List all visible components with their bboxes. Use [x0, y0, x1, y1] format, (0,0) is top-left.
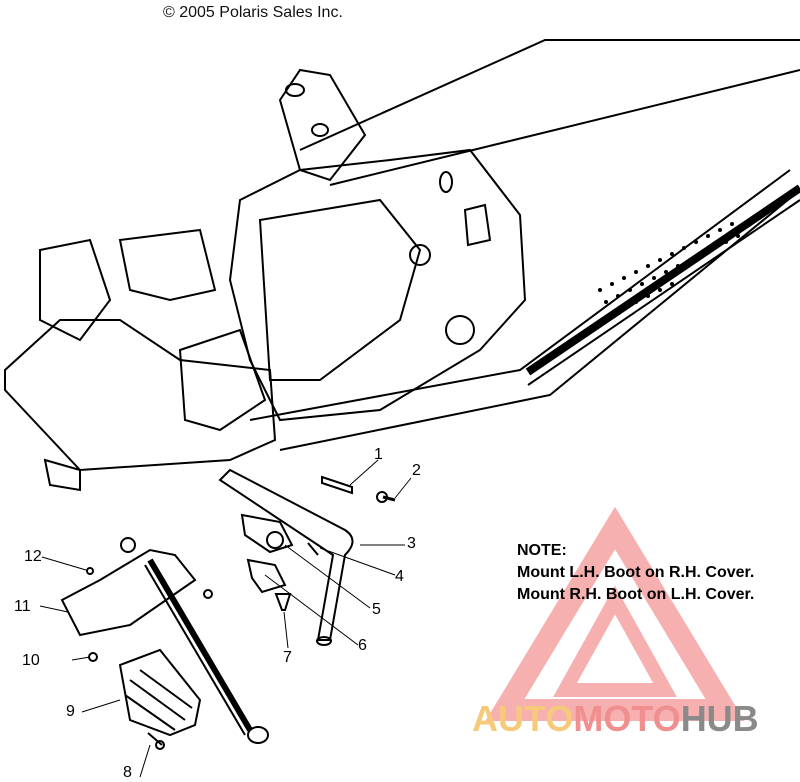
callout-11: 11 — [14, 598, 31, 615]
leader-lines — [39, 459, 412, 778]
watermark-text: AUTOMOTOHUB — [472, 698, 759, 740]
note-heading: NOTE: — [517, 542, 567, 559]
callout-9: 9 — [66, 703, 75, 720]
watermark-part-2: MOTO — [573, 698, 681, 739]
callout-12: 12 — [24, 548, 42, 565]
callout-5: 5 — [372, 601, 381, 618]
callout-8: 8 — [123, 764, 132, 781]
callout-4: 4 — [395, 568, 404, 585]
perforations — [598, 222, 740, 316]
watermark-logo — [485, 506, 745, 721]
watermark-part-1: AUTO — [472, 698, 574, 739]
parts — [60, 468, 396, 750]
callout-3: 3 — [407, 535, 416, 552]
note-line-1: Mount L.H. Boot on R.H. Cover. — [517, 564, 755, 581]
callout-6: 6 — [358, 637, 367, 654]
callout-10: 10 — [22, 652, 40, 669]
callout-7: 7 — [283, 649, 292, 666]
callout-1: 1 — [374, 446, 383, 463]
callout-2: 2 — [412, 462, 421, 479]
note-line-2: Mount R.H. Boot on L.H. Cover. — [517, 586, 755, 603]
chassis-frame — [4, 39, 800, 492]
watermark-part-3: HUB — [680, 698, 759, 739]
copyright-text: © 2005 Polaris Sales Inc. — [163, 4, 343, 21]
note-block: NOTE: Mount L.H. Boot on R.H. Cover. Mou… — [517, 540, 754, 606]
